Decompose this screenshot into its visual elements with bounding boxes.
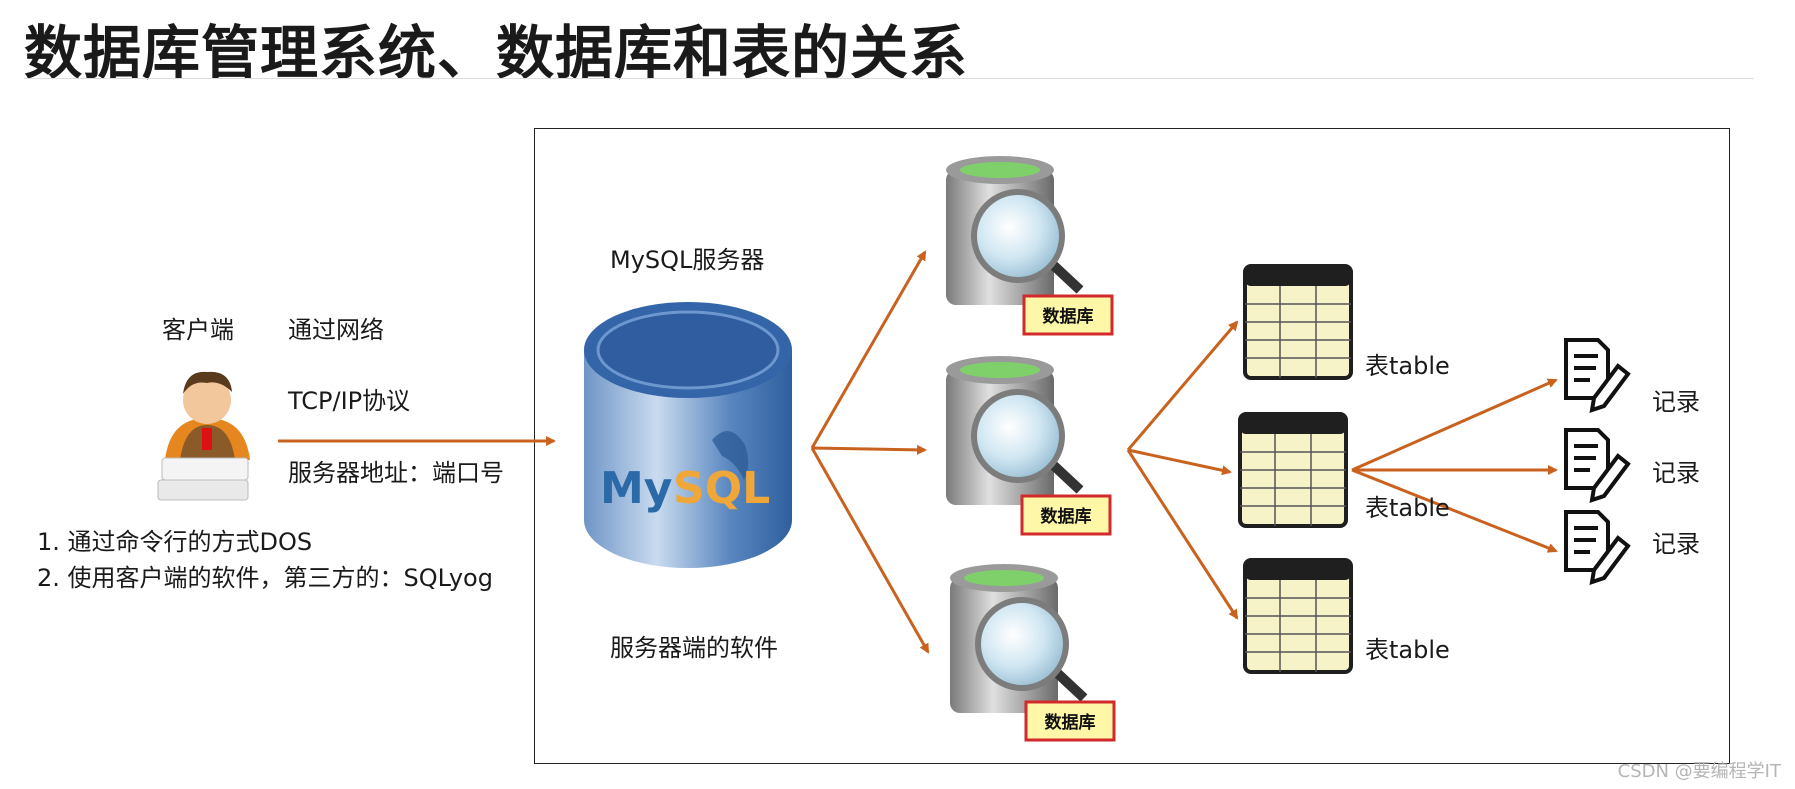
- watermark: CSDN @要编程学IT: [1617, 761, 1781, 782]
- record-icon-1: [1564, 338, 1631, 413]
- db-to-table-arrow-3: [1126, 449, 1239, 620]
- server-to-db-arrow-3: [810, 447, 930, 654]
- server-to-db-arrow-1: [810, 250, 927, 449]
- address-label: 服务器地址：端口号: [288, 459, 504, 487]
- server-software-label: 服务器端的软件: [610, 634, 778, 662]
- database-badge-2: 数据库: [1020, 494, 1112, 536]
- database-badge-3: 数据库: [1024, 700, 1116, 742]
- mysql-server-cylinder-icon: [584, 302, 792, 568]
- access-method-1: 1. 通过命令行的方式DOS: [37, 528, 313, 556]
- table-icon-1: [1243, 264, 1353, 380]
- record-label-2: 记录: [1652, 459, 1700, 487]
- mysql-logo-my: My: [600, 463, 672, 514]
- table-to-record-arrow-3: [1351, 468, 1558, 553]
- db-to-table-arrow-2: [1127, 448, 1232, 476]
- table-to-record-arrow-1: [1351, 378, 1558, 472]
- table-icon-2: [1238, 412, 1348, 528]
- page-title: 数据库管理系统、数据库和表的关系: [24, 19, 969, 87]
- client-user-icon: [157, 371, 250, 501]
- diagram-frame: [534, 128, 1730, 764]
- server-to-db-arrow-2: [811, 444, 927, 455]
- database-badge-label: 数据库: [1045, 712, 1096, 733]
- record-label-3: 记录: [1652, 530, 1700, 558]
- mysql-logo-sql: SQL: [673, 463, 770, 514]
- title-divider: [24, 78, 1754, 79]
- database-badge-label: 数据库: [1041, 506, 1092, 527]
- network-label: 通过网络: [288, 316, 384, 344]
- database-badge-label: 数据库: [1043, 306, 1094, 327]
- database-icon-2: [946, 356, 1084, 505]
- protocol-label: TCP/IP协议: [288, 387, 411, 415]
- database-icon-1: [946, 156, 1084, 305]
- access-method-2: 2. 使用客户端的软件，第三方的：SQLyog: [37, 564, 493, 592]
- mysql-server-label: MySQL服务器: [610, 246, 765, 274]
- table-label-3: 表table: [1365, 636, 1450, 664]
- client-label: 客户端: [162, 316, 234, 344]
- record-icon-3: [1564, 510, 1631, 585]
- table-label-1: 表table: [1365, 352, 1450, 380]
- table-label-2: 表table: [1365, 494, 1450, 522]
- database-icon-3: [950, 564, 1088, 713]
- database-badge-1: 数据库: [1022, 294, 1114, 336]
- table-icon-3: [1243, 558, 1353, 674]
- record-label-1: 记录: [1652, 388, 1700, 416]
- db-to-table-arrow-1: [1126, 320, 1239, 451]
- record-icon-2: [1564, 428, 1631, 503]
